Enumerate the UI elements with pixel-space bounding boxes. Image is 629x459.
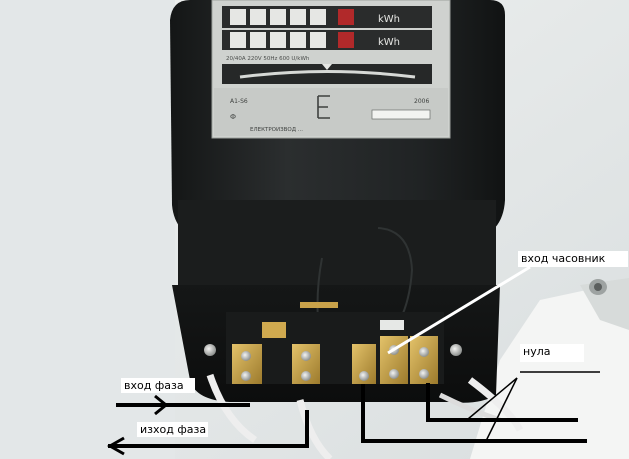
nula-line-2 bbox=[361, 384, 587, 443]
annotation-nula: нула bbox=[520, 344, 584, 362]
annotation-vhod-chasovnik: вход часовник bbox=[518, 251, 628, 267]
year-text: 2006 bbox=[414, 98, 429, 105]
unit-top-text: kWh bbox=[378, 14, 400, 25]
spec-row-text: 20/40A 220V 50Hz 600 U/kWh bbox=[226, 56, 310, 62]
nula-line-1 bbox=[426, 383, 578, 422]
brand-text: ЕЛЕКТРОИЗВОД ... bbox=[250, 127, 303, 133]
model-text: A1-S6 bbox=[230, 98, 248, 105]
terminal-screws bbox=[204, 344, 462, 381]
meter-cover-lower bbox=[178, 200, 496, 290]
disc-window bbox=[222, 64, 432, 84]
serial-box bbox=[371, 109, 431, 120]
annotation-lines bbox=[106, 383, 587, 456]
logo-mark bbox=[317, 95, 330, 119]
annotation-vhod-faza: вход фаза bbox=[121, 378, 195, 393]
chasovnik-pointer bbox=[387, 265, 531, 355]
unit-mid-text: kWh bbox=[378, 37, 400, 48]
serial-prefix-text: Ф bbox=[230, 113, 236, 121]
nula-pointers bbox=[467, 371, 600, 442]
izhod-faza-line bbox=[108, 410, 309, 448]
annotation-izhod-faza: изход фаза bbox=[137, 422, 208, 437]
